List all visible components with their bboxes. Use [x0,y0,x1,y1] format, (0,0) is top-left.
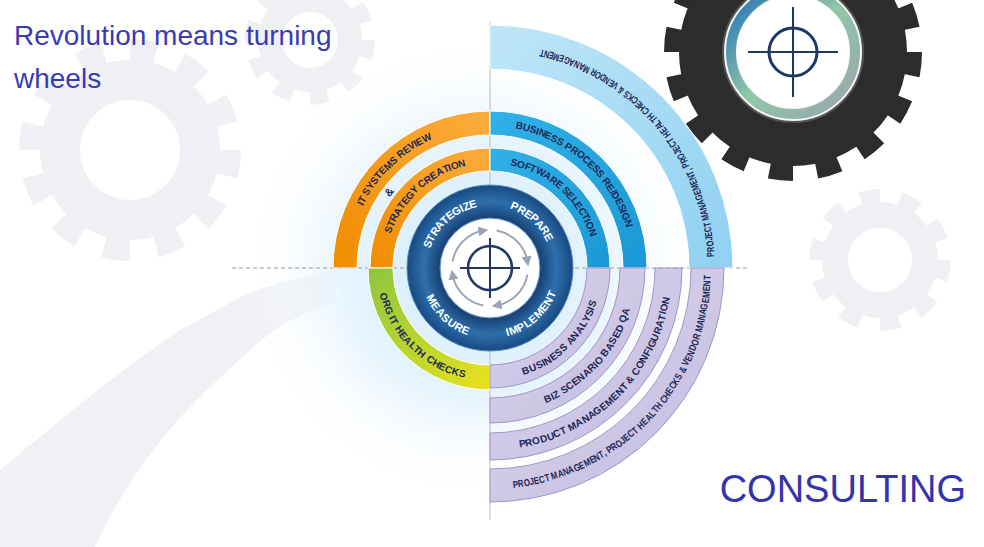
crosshair [460,238,520,298]
brand-word: CONSULTING [720,470,966,508]
glyph: S [458,367,468,381]
band-fill [490,268,724,502]
glyph: T [701,275,714,280]
cycle-arrows [453,231,528,306]
band-shape [488,266,726,504]
phase-label: PREPARE [506,198,557,246]
band-fill [368,268,490,390]
band-label: ORG IT HEALTH CHECKS [376,288,470,382]
band-shape [366,266,492,392]
outer-band: PROJECT MANAGEMENT, PROJECT HEALTH CHECK… [488,266,726,504]
band-fill [407,185,573,351]
band-fill [490,268,610,388]
glyph: & [381,184,397,199]
phase-label: STRATEGIZE [419,195,481,253]
service-band: ORG IT HEALTH CHECKS [366,266,492,392]
title: Revolution means turning wheels [14,14,389,100]
band-shape [405,183,575,353]
center-disc [441,219,539,317]
glyph: N [457,156,467,170]
cycle-ring: STRATEGIZE PREPARE IMPLEMENT MEASURE [405,183,575,353]
gear-icon [672,0,914,173]
band-label: PROJECT MANAGEMENT, PROJECT HEALTH CHECK… [507,270,715,492]
connector-word: & [380,183,398,201]
phase-label: MEASURE [423,291,475,339]
glyph: N [700,280,713,287]
phase-label: IMPLEMENT [499,285,560,341]
